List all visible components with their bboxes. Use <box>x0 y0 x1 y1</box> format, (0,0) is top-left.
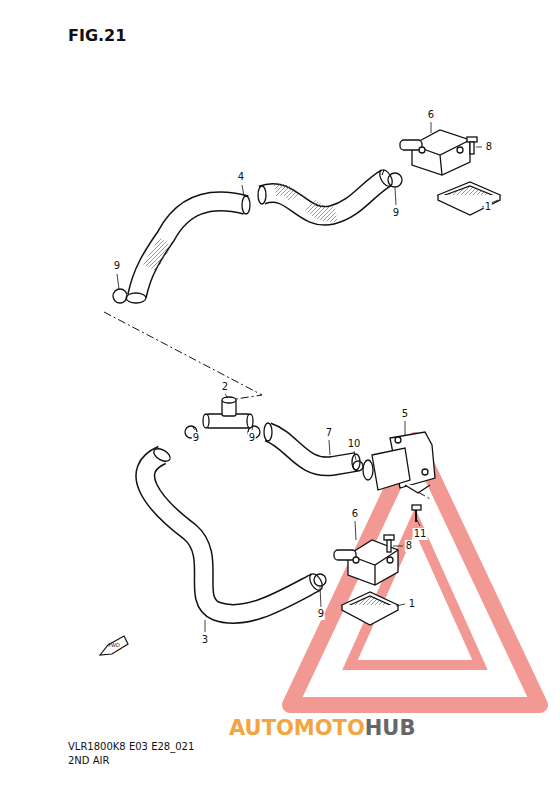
callout-number: 9 <box>113 260 121 272</box>
reed-valve-cover <box>334 505 421 625</box>
callout-number: 10 <box>347 438 362 450</box>
callout-number: 9 <box>192 432 200 444</box>
callout-number: 7 <box>325 427 333 439</box>
callout-number: 5 <box>401 408 409 420</box>
callout-number: 4 <box>237 171 245 183</box>
callout-number: 9 <box>317 608 325 620</box>
reed-valve-cover <box>400 130 500 215</box>
air-valve <box>363 432 435 493</box>
callout-number: 11 <box>413 528 428 540</box>
callout-number: 8 <box>485 141 493 153</box>
direction-label: FWD <box>108 643 120 648</box>
callout-number: 2 <box>221 381 229 393</box>
figure-title: FIG.21 <box>68 28 126 44</box>
forward-arrow <box>100 636 128 655</box>
callout-number: 1 <box>484 201 492 213</box>
watermark-text: HUB <box>365 718 416 739</box>
callout-number: 9 <box>248 432 256 444</box>
callout-number: 8 <box>405 540 413 552</box>
t-joint <box>203 397 253 428</box>
hoses <box>137 178 386 614</box>
figure-name: 2ND AIR <box>68 756 109 766</box>
figure-code: VLR1800K8 E03 E28_021 <box>68 742 194 752</box>
callout-number: 6 <box>427 109 435 121</box>
callout-number: 1 <box>408 598 416 610</box>
watermark-text: AUTOMOTO <box>229 718 365 739</box>
callout-number: 9 <box>392 207 400 219</box>
callout-number: 6 <box>351 508 359 520</box>
callout-number: 3 <box>201 634 209 646</box>
